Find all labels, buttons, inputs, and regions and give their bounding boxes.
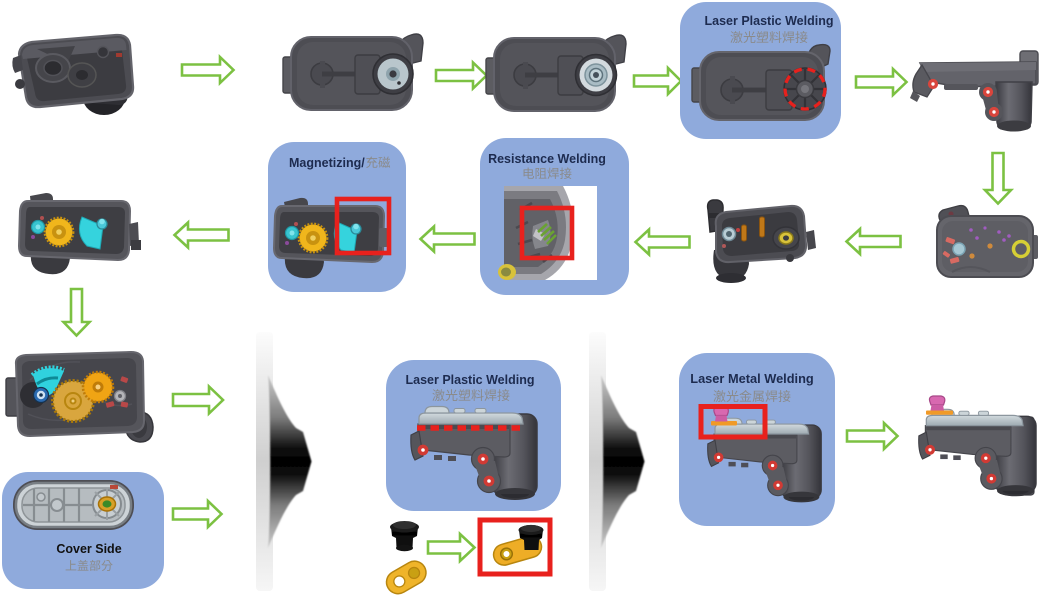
svg-text:Laser Plastic Welding: Laser Plastic Welding	[705, 14, 834, 28]
svg-text:Laser Metal Welding: Laser Metal Welding	[690, 371, 814, 386]
svg-text:Magnetizing/: Magnetizing/	[289, 156, 365, 170]
svg-text:Cover Side: Cover Side	[56, 542, 121, 556]
svg-text:Resistance Welding: Resistance Welding	[488, 152, 606, 166]
svg-text:Laser Plastic Welding: Laser Plastic Welding	[406, 373, 535, 387]
